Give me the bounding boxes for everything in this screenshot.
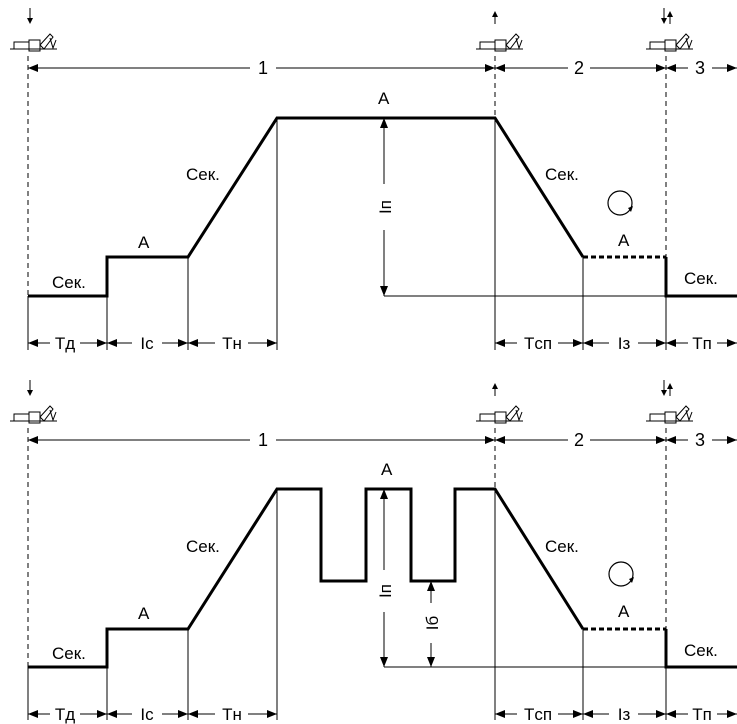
- torch-trigger-release-icon: [475, 11, 524, 52]
- upslope-time-label: Tн: [222, 334, 242, 353]
- preflow-gas-label: Сек.: [52, 644, 86, 663]
- base-current-label: Iб: [423, 616, 442, 631]
- phase-2-label: 2: [574, 430, 584, 450]
- postflow-time-label: Tп: [692, 334, 712, 353]
- torch-trigger-press-icon: [9, 8, 58, 52]
- end-current-label: Iз: [618, 705, 631, 724]
- start-current-label: Ic: [140, 334, 154, 353]
- end-current-label: Iз: [618, 334, 631, 353]
- peak-current-label: Iп: [376, 584, 395, 598]
- panel-pulsed: 1 2 3 Iп Iб Сек. A Сек. A Сек. A Сек.: [9, 380, 737, 724]
- postflow-gas-label: Сек.: [684, 641, 718, 660]
- end-arc-label: A: [618, 602, 630, 621]
- downslope-time-label: Tсп: [524, 334, 552, 353]
- torch-trigger-release-icon: [475, 383, 524, 424]
- torch-trigger-press-icon: [9, 380, 58, 424]
- end-arc-label: A: [618, 231, 630, 250]
- rotation-icon: [607, 190, 634, 216]
- phase-3-label: 3: [695, 430, 705, 450]
- start-current-label: Ic: [140, 705, 154, 724]
- rotation-icon: [608, 561, 635, 587]
- start-arc-label: A: [138, 604, 150, 623]
- pulsed-current-curve: [28, 487, 585, 669]
- upslope-gas-label: Сек.: [186, 537, 220, 556]
- downslope-time-label: Tсп: [524, 705, 552, 724]
- panel-continuous: 1 2 3 Iп Сек. A Сек. A Сек. A Сек.: [9, 8, 737, 353]
- main-current-label: Iп: [376, 200, 395, 214]
- phase-1-label: 1: [258, 58, 268, 78]
- start-arc-label: A: [138, 233, 150, 252]
- preflow-time-label: Tд: [55, 705, 75, 724]
- current-curve: [28, 116, 585, 298]
- downslope-gas-label: Сек.: [545, 537, 579, 556]
- postflow-gas-label: Сек.: [684, 269, 718, 288]
- preflow-gas-label: Сек.: [52, 273, 86, 292]
- main-arc-label: A: [378, 89, 390, 108]
- phase-3-label: 3: [695, 58, 705, 78]
- upslope-gas-label: Сек.: [186, 165, 220, 184]
- upslope-time-label: Tн: [222, 705, 242, 724]
- torch-trigger-press-release-icon: [645, 8, 694, 52]
- main-arc-label: A: [381, 460, 393, 479]
- phase-2-label: 2: [574, 58, 584, 78]
- torch-trigger-press-release-icon: [645, 380, 694, 424]
- preflow-time-label: Tд: [55, 334, 75, 353]
- postflow-time-label: Tп: [692, 705, 712, 724]
- phase-1-label: 1: [258, 430, 268, 450]
- downslope-gas-label: Сек.: [545, 165, 579, 184]
